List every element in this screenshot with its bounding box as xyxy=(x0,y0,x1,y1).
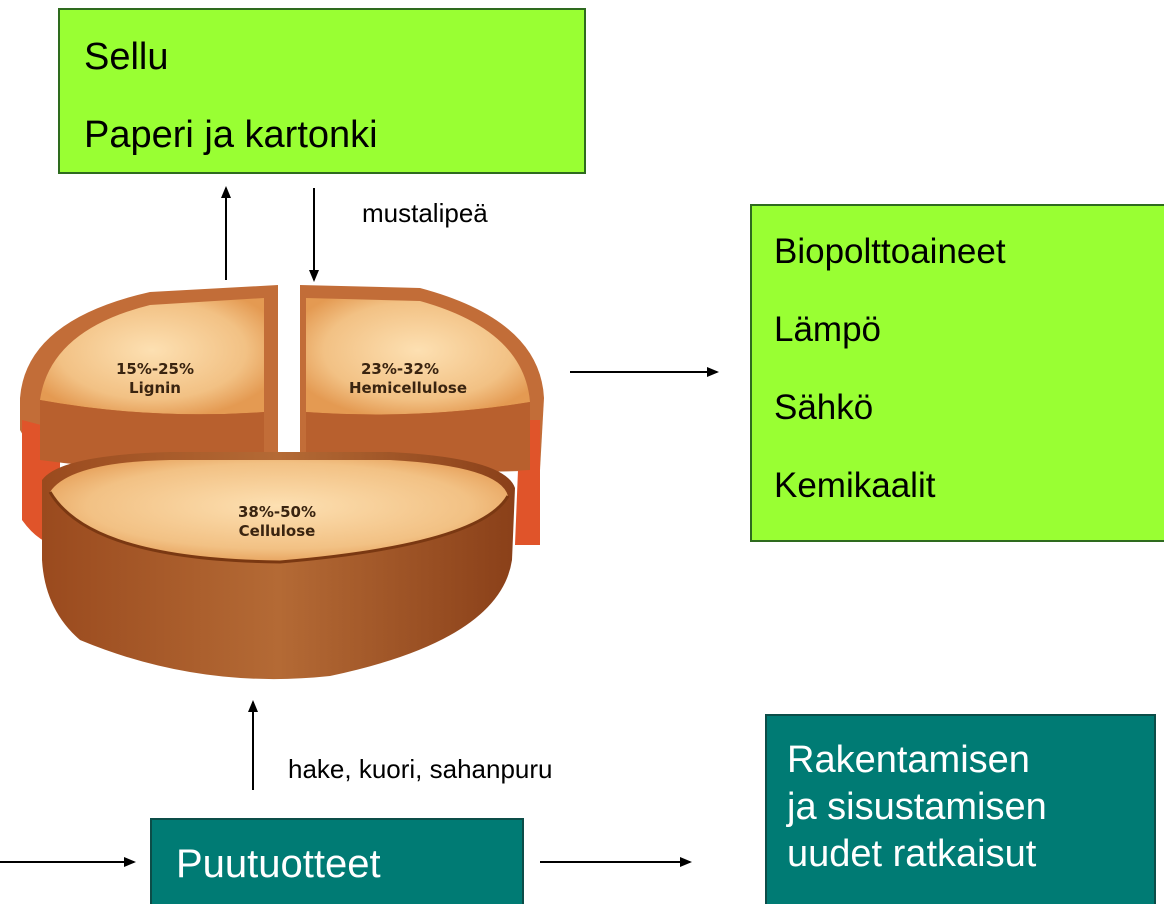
wood-products-label: Puutuotteet xyxy=(176,842,381,886)
energy-products-box: Biopolttoaineet Lämpö Sähkö Kemikaalit xyxy=(750,204,1164,542)
cellulose-name-label: Cellulose xyxy=(239,522,316,540)
hemicellulose-name-label: Hemicellulose xyxy=(349,379,467,397)
lignin-range-label: 15%-25% xyxy=(116,360,194,378)
wood-slice-illustration xyxy=(20,285,544,680)
pulp-label: Sellu xyxy=(84,36,169,78)
paper-board-label: Paperi ja kartonki xyxy=(84,114,378,156)
construction-solutions-box: Rakentamisen ja sisustamisen uudet ratka… xyxy=(765,714,1156,904)
construction-line-1: Rakentamisen xyxy=(787,739,1030,781)
chips-bark-sawdust-label: hake, kuori, sahanpuru xyxy=(288,754,553,784)
energy-item-biofuels: Biopolttoaineet xyxy=(774,232,1006,271)
construction-line-3: uudet ratkaisut xyxy=(787,833,1037,875)
energy-item-electricity: Sähkö xyxy=(774,388,874,427)
wood-products-box: Puutuotteet xyxy=(150,818,524,904)
energy-item-heat: Lämpö xyxy=(774,310,882,349)
hemicellulose-range-label: 23%-32% xyxy=(361,360,439,378)
cellulose-range-label: 38%-50% xyxy=(238,503,316,521)
black-liquor-label: mustalipeä xyxy=(362,198,488,228)
energy-item-chemicals: Kemikaalit xyxy=(774,466,936,505)
construction-line-2: ja sisustamisen xyxy=(787,786,1047,828)
pulp-paper-box: Sellu Paperi ja kartonki xyxy=(58,8,586,174)
lignin-name-label: Lignin xyxy=(129,379,181,397)
